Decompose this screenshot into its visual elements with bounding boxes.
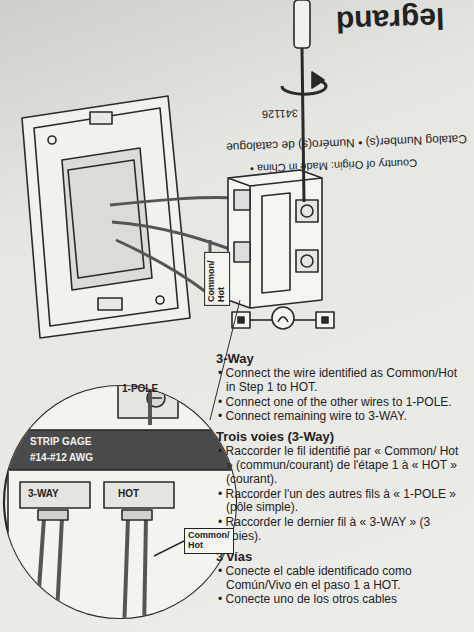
instruction-step: • Connect remaining wire to 3-WAY.	[216, 410, 468, 424]
tag-text: Common/ Hot	[207, 256, 227, 302]
printed-label: #14-#12 AWG	[30, 452, 93, 463]
printed-label: Country of Origin: Made in China •	[250, 157, 417, 175]
printed-label: 3-WAY	[28, 488, 59, 499]
section-heading: 3 vías	[216, 549, 468, 564]
printed-label: 1-POLE	[122, 383, 158, 394]
section-heading: Trois voies (3-Way)	[216, 429, 468, 444]
wire-tag: Common/ Hot	[204, 252, 230, 306]
section-heading: 3-Way	[216, 351, 468, 366]
wire-tag: Common/ Hot	[184, 528, 234, 554]
instruction-step: • Conecte el cable identificado como Com…	[216, 565, 468, 593]
instruction-step: • Conecte uno de los otros cables	[216, 593, 468, 607]
instruction-step: • Raccorder l'un des autres fils à « 1-P…	[216, 488, 468, 516]
printed-label: Catalog Number(s) • Numéro(s) de catalog…	[226, 132, 467, 154]
instruction-step: • Connect one of the other wires to 1-PO…	[216, 396, 468, 410]
instruction-step: • Raccorder le fil identifié par « Commo…	[216, 445, 468, 486]
printed-label: 341126	[262, 107, 298, 120]
instruction-step: • Connect the wire identified as Common/…	[216, 367, 468, 395]
printed-label: legrand	[335, 2, 444, 39]
printed-label: STRIP GAGE	[30, 436, 92, 447]
instruction-step: • Raccorder le dernier fil à « 3-WAY » (…	[216, 516, 468, 544]
printed-label: HOT	[118, 488, 139, 499]
instruction-column: 3-Way• Connect the wire identified as Co…	[216, 346, 468, 607]
tag-text: Common/ Hot	[188, 531, 230, 551]
